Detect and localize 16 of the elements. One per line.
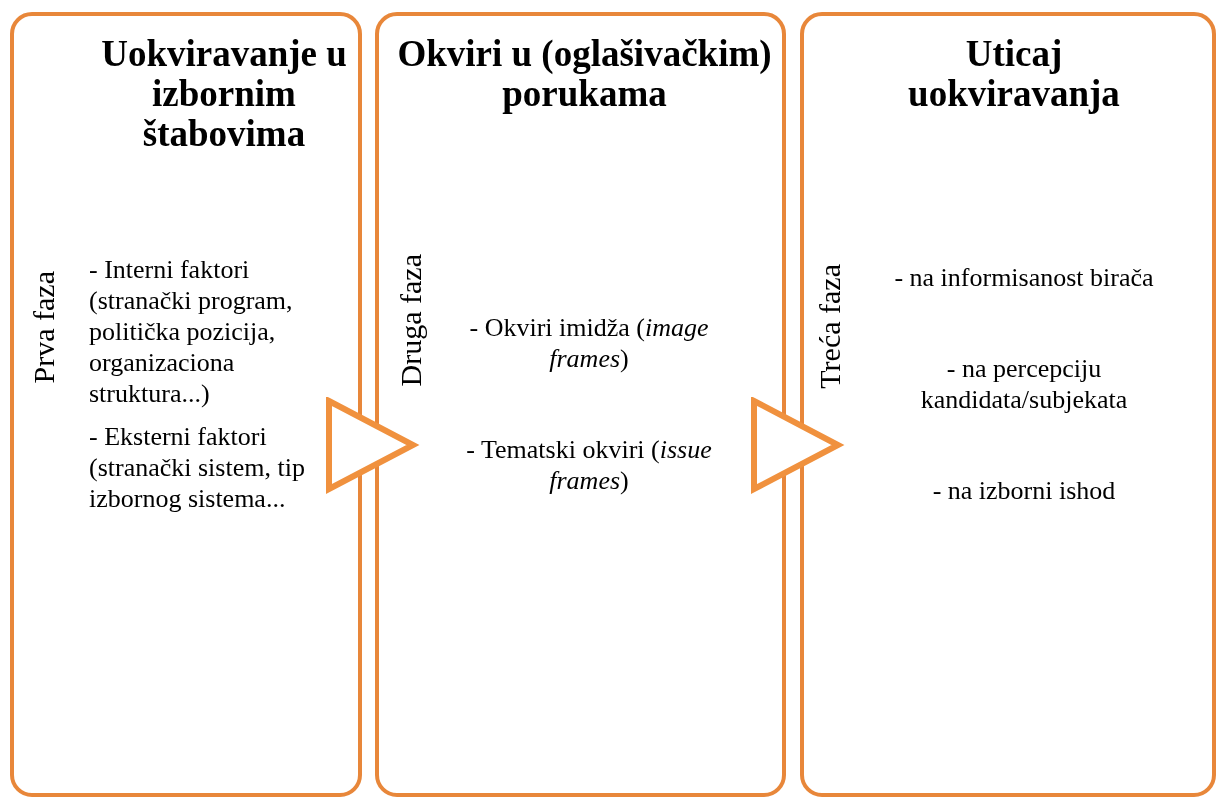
list-item: - Eksterni faktori (stranački sistem, tip izbornog sistema... [89, 421, 306, 514]
list-item: - Okviri imidža (image frames) [468, 312, 710, 374]
list-item: - Tematski okviri (issue frames) [465, 434, 713, 496]
phase-panel [800, 12, 1216, 797]
list-item: - na izborni ishod [931, 475, 1117, 506]
list-item: - na percepciju kandidata/subjekata [919, 353, 1129, 415]
panel-heading: Uticaj uokviravanja [907, 34, 1121, 114]
phase-panel [375, 12, 786, 797]
phase-label: Prva faza [28, 271, 60, 384]
panel-heading: Okviri u (oglašivačkim) porukama [396, 34, 773, 114]
phase-panel [10, 12, 362, 797]
panel-heading: Uokviravanje u izbornim štabovima [100, 34, 348, 154]
phase-label: Treća faza [814, 264, 846, 389]
list-item: - Interni faktori (stranački program, politička pozicija, organizaciona struktura...) [89, 254, 294, 409]
list-item: - na informisanost birača [893, 262, 1155, 293]
phase-label: Druga faza [395, 254, 427, 387]
